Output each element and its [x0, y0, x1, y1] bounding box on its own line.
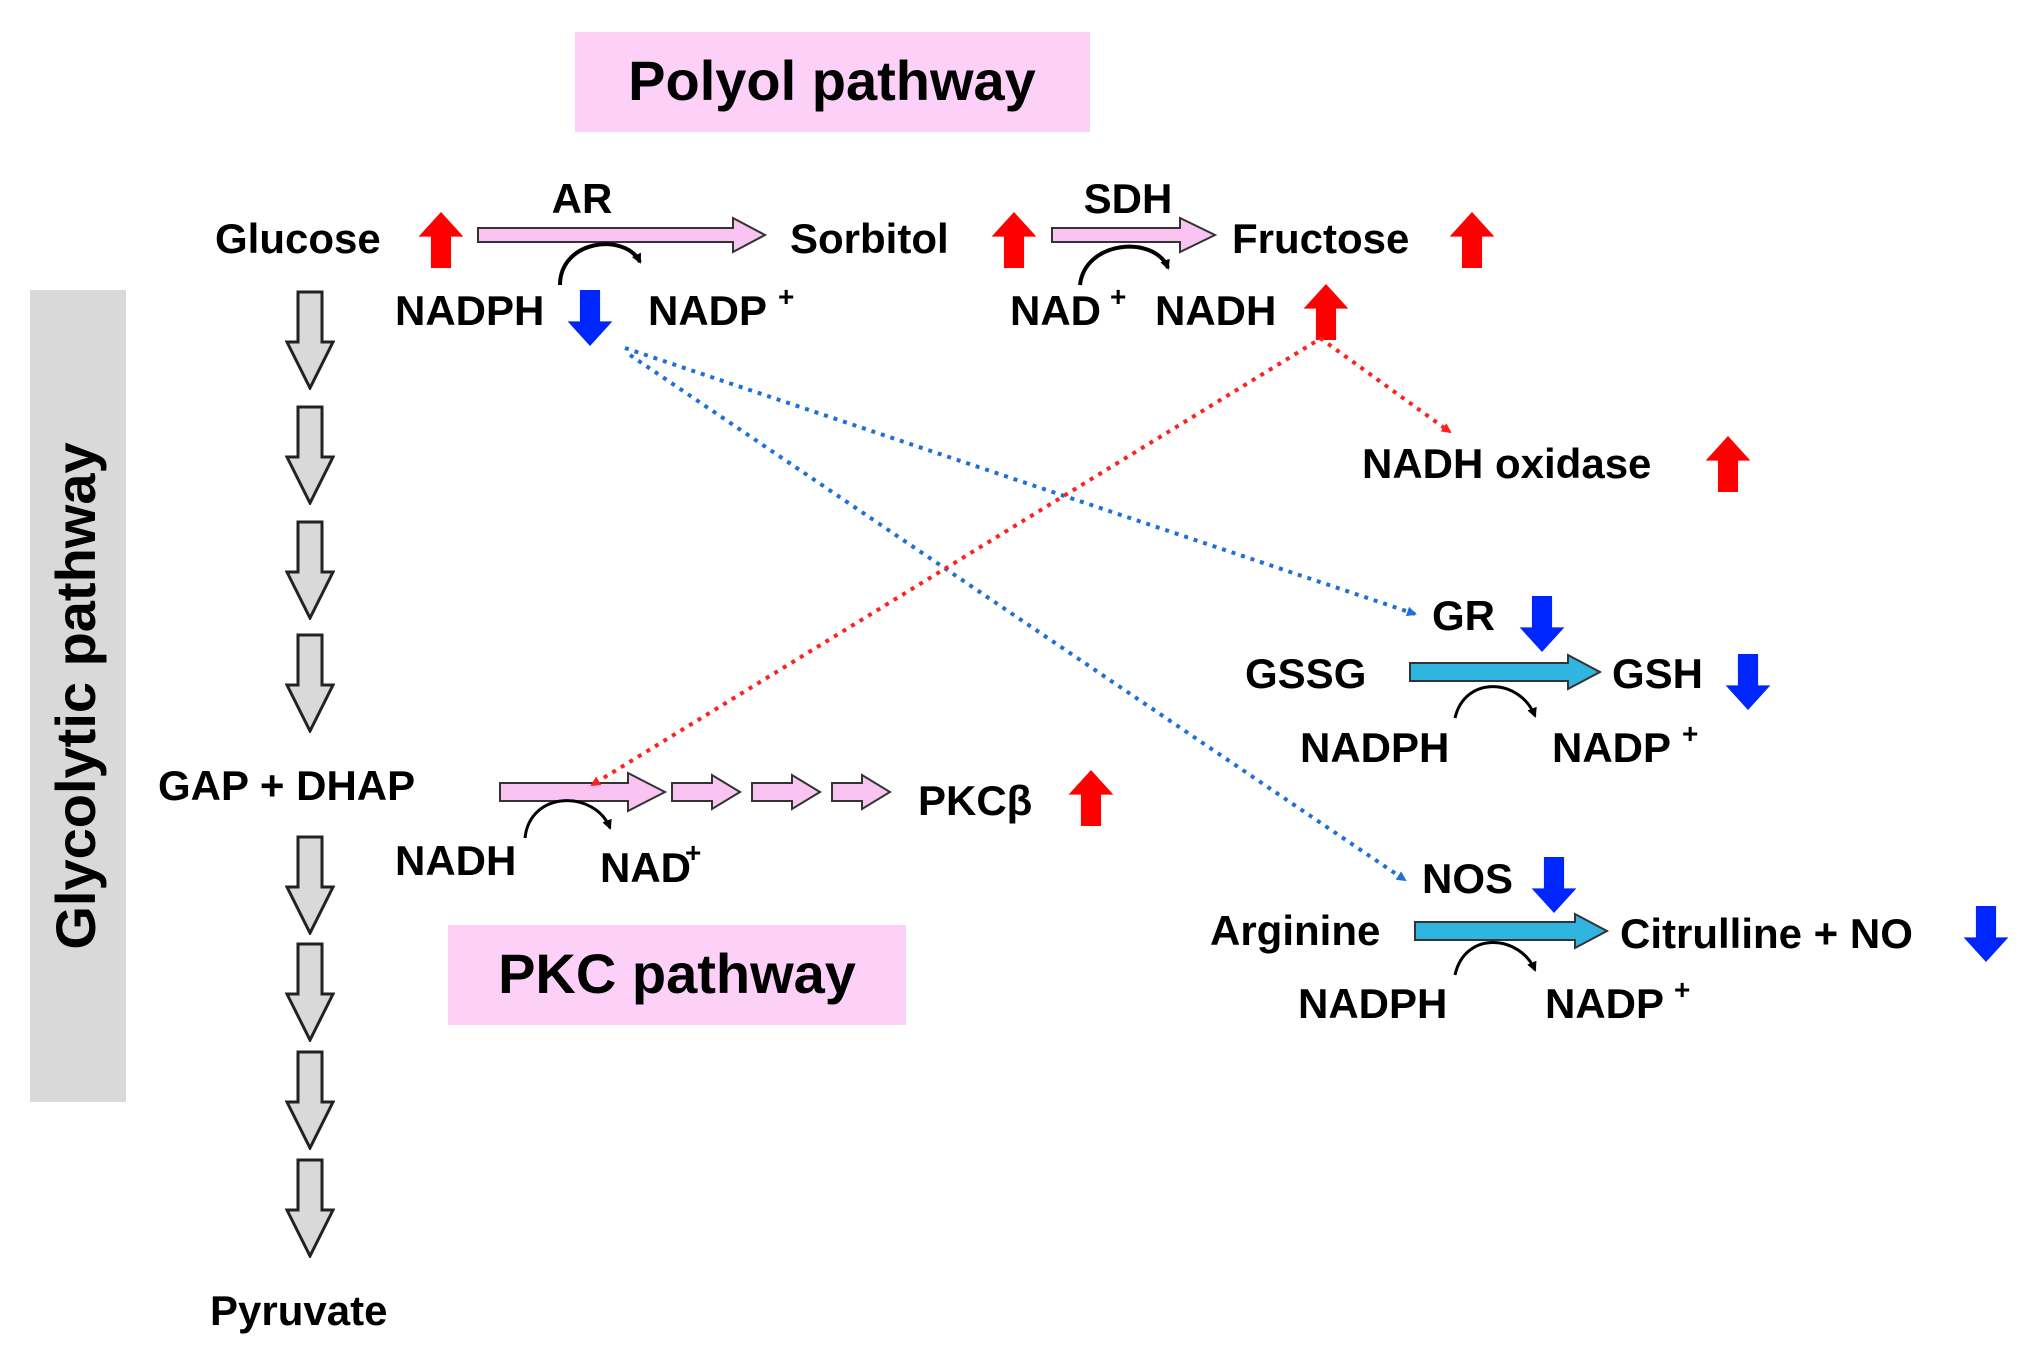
pkcb-label: PKCβ	[918, 777, 1032, 824]
nadph-to-gr-arrow	[624, 346, 1417, 617]
sdh-nad-charge: +	[1110, 281, 1126, 312]
arginine-label: Arginine	[1210, 907, 1380, 954]
sdh-enzyme-label: SDH	[1084, 175, 1173, 222]
gr-nadp-charge: +	[1682, 718, 1698, 749]
sdh-nadh-label: NADH	[1155, 287, 1276, 334]
gr-cofactor-curve	[1453, 685, 1537, 719]
nos-cofactor-curve	[1453, 941, 1537, 976]
nadh-oxidase-label: NADH oxidase	[1362, 440, 1651, 487]
nadph-to-nos-arrow	[628, 353, 1407, 882]
nadh-oxidase-increase-arrow-icon	[1705, 436, 1751, 492]
gr-decrease-arrow-icon	[1519, 596, 1565, 652]
nadh-to-pkc-arrow	[590, 340, 1317, 787]
svg-text:Polyol pathway: Polyol pathway	[628, 49, 1036, 112]
gr-nadp-label: NADP	[1552, 724, 1671, 771]
glycolysis-step-arrow-icon	[285, 942, 335, 1042]
glycolysis-step-arrow-icon	[285, 290, 335, 390]
glycolysis-step-arrow-icon	[285, 520, 335, 620]
ar-nadp-charge: +	[778, 281, 794, 312]
pkc-nadh-label: NADH	[395, 837, 516, 884]
ar-enzyme-label: AR	[552, 175, 613, 222]
nos-nadp-label: NADP	[1545, 980, 1664, 1027]
nadh-to-oxidase-arrow	[1318, 336, 1452, 434]
gr-nadph-label: NADPH	[1300, 724, 1449, 771]
ar-nadp-label: NADP	[648, 287, 767, 334]
nos-nadp-charge: +	[1674, 974, 1690, 1005]
pyruvate-label: Pyruvate	[210, 1287, 387, 1334]
fructose-increase-arrow-icon	[1449, 212, 1495, 268]
gr-enzyme-label: GR	[1432, 592, 1495, 639]
pkc-nad-label: NAD	[600, 844, 691, 891]
nadph-influence-arrows	[624, 346, 1417, 882]
gap-dhap-label: GAP + DHAP	[158, 762, 415, 809]
citrulline-no-label: Citrulline + NO	[1620, 910, 1913, 957]
glucose-increase-arrow-icon	[418, 212, 464, 268]
gr-reaction-arrow	[1409, 653, 1603, 691]
nos-nadph-label: NADPH	[1298, 980, 1447, 1027]
polyol-pathway-title: Polyol pathway	[575, 32, 1090, 132]
nadh-influence-arrows	[590, 336, 1452, 787]
nos-enzyme-label: NOS	[1422, 855, 1513, 902]
sorbitol-increase-arrow-icon	[991, 212, 1037, 268]
pkc-cofactor-curve	[523, 799, 612, 839]
sdh-nad-label: NAD	[1010, 287, 1101, 334]
ar-cofactor-curve	[558, 242, 642, 286]
glycolysis-step-arrow-icon	[285, 835, 335, 935]
sdh-cofactor-curve	[1078, 244, 1170, 286]
gsh-decrease-arrow-icon	[1725, 654, 1771, 710]
glycolysis-step-arrow-icon	[285, 633, 335, 733]
nos-decrease-arrow-icon	[1531, 857, 1577, 913]
pkc-pathway-title: PKC pathway	[448, 925, 906, 1025]
no-decrease-arrow-icon	[1963, 906, 2009, 962]
glycolysis-step-arrow-icon	[285, 405, 335, 505]
nos-reaction-arrow	[1414, 912, 1610, 950]
sorbitol-label: Sorbitol	[790, 215, 949, 262]
sdh-reaction-arrow	[1051, 216, 1218, 254]
ar-reaction-arrow	[477, 216, 768, 254]
fructose-label: Fructose	[1232, 215, 1409, 262]
svg-text:Glycolytic pathway: Glycolytic pathway	[44, 442, 107, 949]
pkc-nad-charge: +	[685, 837, 701, 868]
glycolysis-step-arrow-icon	[285, 1158, 335, 1258]
pkc-reaction-arrows	[499, 771, 892, 813]
gsh-label: GSH	[1612, 650, 1703, 697]
gssg-label: GSSG	[1245, 650, 1366, 697]
glycolytic-pathway-title: Glycolytic pathway	[30, 290, 126, 1102]
glycolysis-step-arrow-icon	[285, 1050, 335, 1150]
pkcb-increase-arrow-icon	[1068, 770, 1114, 826]
svg-text:PKC pathway: PKC pathway	[498, 942, 856, 1005]
glucose-label: Glucose	[215, 215, 381, 262]
ar-nadph-label: NADPH	[395, 287, 544, 334]
nadh-increase-arrow-icon	[1303, 284, 1349, 340]
nadph-decrease-arrow-icon	[567, 290, 613, 346]
